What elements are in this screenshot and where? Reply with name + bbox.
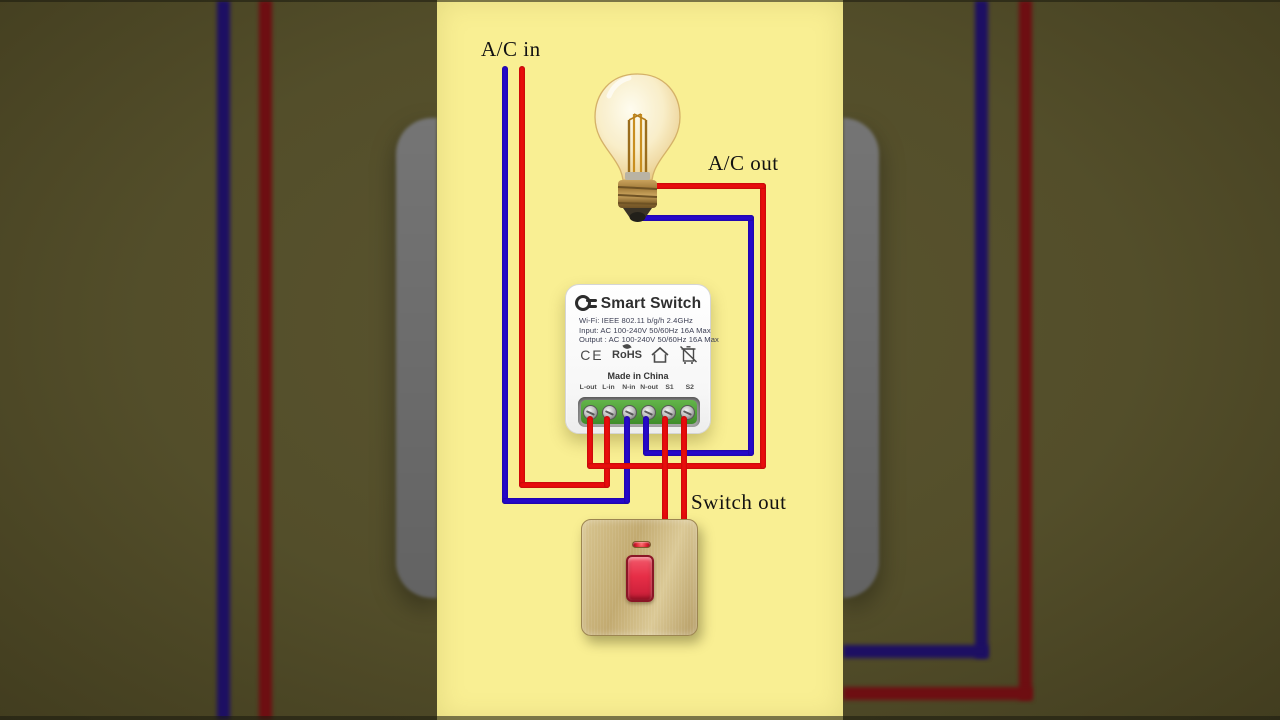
spec-wifi: Wi-Fi: IEEE 802.11 b/g/h 2.4GHz <box>579 316 693 325</box>
backdrop-neutral-wire-left <box>217 0 230 720</box>
terminal-block <box>581 400 697 424</box>
smart-switch-device: Smart Switch Wi-Fi: IEEE 802.11 b/g/h 2.… <box>565 284 719 434</box>
backdrop-live-wire-right-turn <box>843 687 1032 700</box>
n-out-neutral-wire-drop <box>643 416 649 456</box>
ac-out-label: A/C out <box>708 151 779 175</box>
backdrop-neutral-wire-right <box>975 0 988 658</box>
switch-out-label: Switch out <box>691 490 787 514</box>
smart-switch-header: Smart Switch <box>566 294 710 314</box>
terminal-label-s1: S1 <box>665 384 674 391</box>
n-out-neutral-wire-riser <box>748 215 754 456</box>
terminal-label-n-in: N-in <box>622 384 636 391</box>
spec-input: Input: AC 100-240V 50/60Hz 16A Max <box>579 325 711 335</box>
backdrop-live-wire-left <box>259 0 272 720</box>
terminal-label-s2: S2 <box>685 384 694 391</box>
ac-in-live-wire-to-l-in <box>604 416 610 488</box>
switch-indicator-lamp <box>632 541 651 548</box>
frame-bottom-edge <box>0 716 1280 720</box>
ce-mark: CE <box>580 347 604 363</box>
n-out-neutral-wire-horizontal <box>643 450 754 456</box>
certification-row: CE RoHS <box>576 342 702 365</box>
crossed-out-bin-icon <box>679 345 697 364</box>
terminal-label-l-out: L-out <box>579 384 597 391</box>
smart-switch-logo-icon <box>574 294 597 314</box>
origin-label: Made in China <box>607 371 669 381</box>
device-specs: Wi-Fi: IEEE 802.11 b/g/h 2.4GHz Input: A… <box>579 316 719 345</box>
terminal-labels: L-out L-in N-in N-out S1 S2 <box>578 384 700 391</box>
s1-switch-wire <box>662 416 668 522</box>
backdrop-neutral-wire-right-turn <box>843 645 988 658</box>
backdrop-live-wire-right <box>1019 0 1032 700</box>
l-out-live-wire-drop <box>587 416 593 469</box>
device-brand-label: Smart Switch <box>600 295 702 312</box>
terminal-screw-s2 <box>679 404 695 420</box>
l-out-live-wire-riser <box>760 183 766 469</box>
rohs-mark: RoHS <box>612 342 642 361</box>
light-bulb <box>594 73 681 222</box>
switch-rocker-button[interactable] <box>626 555 654 602</box>
s2-switch-wire <box>681 416 687 522</box>
terminal-label-n-out: N-out <box>640 384 659 391</box>
live-wire-to-lamp <box>644 183 766 189</box>
ac-in-neutral-wire-to-n-in <box>624 416 630 504</box>
ac-in-neutral-wire-horizontal <box>502 498 630 504</box>
terminal-strip <box>578 397 700 427</box>
l-out-live-wire-horizontal <box>587 463 766 469</box>
house-icon <box>651 346 669 363</box>
ac-in-live-wire-vertical <box>519 66 525 488</box>
backdrop-device-blur-left <box>396 118 437 598</box>
ac-in-neutral-wire-vertical <box>502 66 508 504</box>
ac-in-live-wire-horizontal <box>519 482 610 488</box>
backdrop-device-blur-right <box>843 118 879 598</box>
frame-top-edge <box>0 0 1280 2</box>
ac-in-label: A/C in <box>481 37 541 61</box>
terminal-screw-s1 <box>660 404 676 420</box>
wall-switch-plate <box>581 519 698 636</box>
terminal-label-l-in: L-in <box>602 384 615 391</box>
neutral-wire-to-lamp <box>633 215 754 221</box>
spec-output: Output : AC 100-240V 50/60Hz 16A Max <box>579 335 719 345</box>
